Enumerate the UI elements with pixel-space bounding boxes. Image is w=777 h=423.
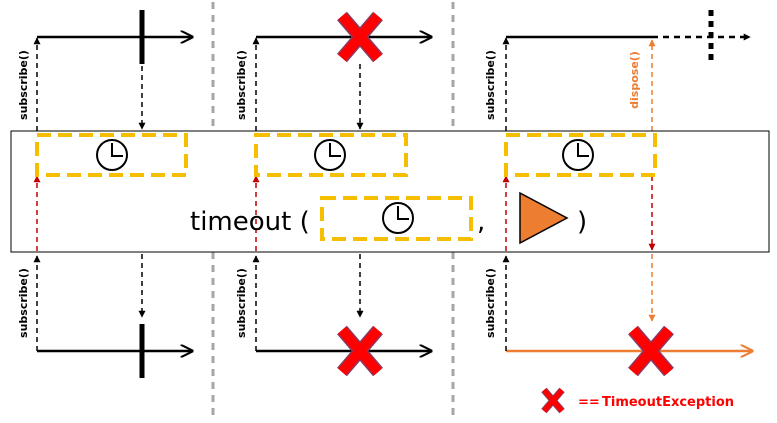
legend-equals: ==: [578, 395, 600, 410]
column-2: subscribe() subscribe(): [235, 11, 431, 377]
timer-box: [254, 133, 408, 177]
operator-name: timeout (: [190, 207, 310, 237]
subscribe-label: subscribe(): [484, 50, 497, 120]
red-x-icon: [337, 11, 383, 63]
red-x-icon: [541, 387, 565, 414]
clock-icon: [382, 202, 414, 234]
red-x-icon: [628, 325, 674, 377]
legend: == TimeoutException: [541, 387, 734, 414]
clock-icon: [96, 139, 128, 171]
subscribe-label: subscribe(): [17, 268, 30, 338]
play-triangle-icon: [519, 191, 569, 245]
dispose-label: dispose(): [628, 51, 641, 109]
timeout-duration-box: [320, 196, 473, 241]
subscribe-label: subscribe(): [235, 268, 248, 338]
column-1: subscribe() subscribe(): [17, 10, 192, 378]
operator-comma: ,: [477, 207, 485, 237]
red-x-icon: [337, 325, 383, 377]
subscribe-label: subscribe(): [235, 50, 248, 120]
timer-box: [504, 133, 657, 177]
subscribe-label: subscribe(): [17, 50, 30, 120]
column-3: subscribe() dispose() subscribe(): [484, 10, 752, 377]
subscribe-label: subscribe(): [484, 268, 497, 338]
operator-close: ): [577, 207, 587, 237]
timer-box: [35, 133, 188, 177]
legend-text: TimeoutException: [602, 395, 734, 410]
clock-icon: [314, 139, 346, 171]
clock-icon: [562, 139, 594, 171]
